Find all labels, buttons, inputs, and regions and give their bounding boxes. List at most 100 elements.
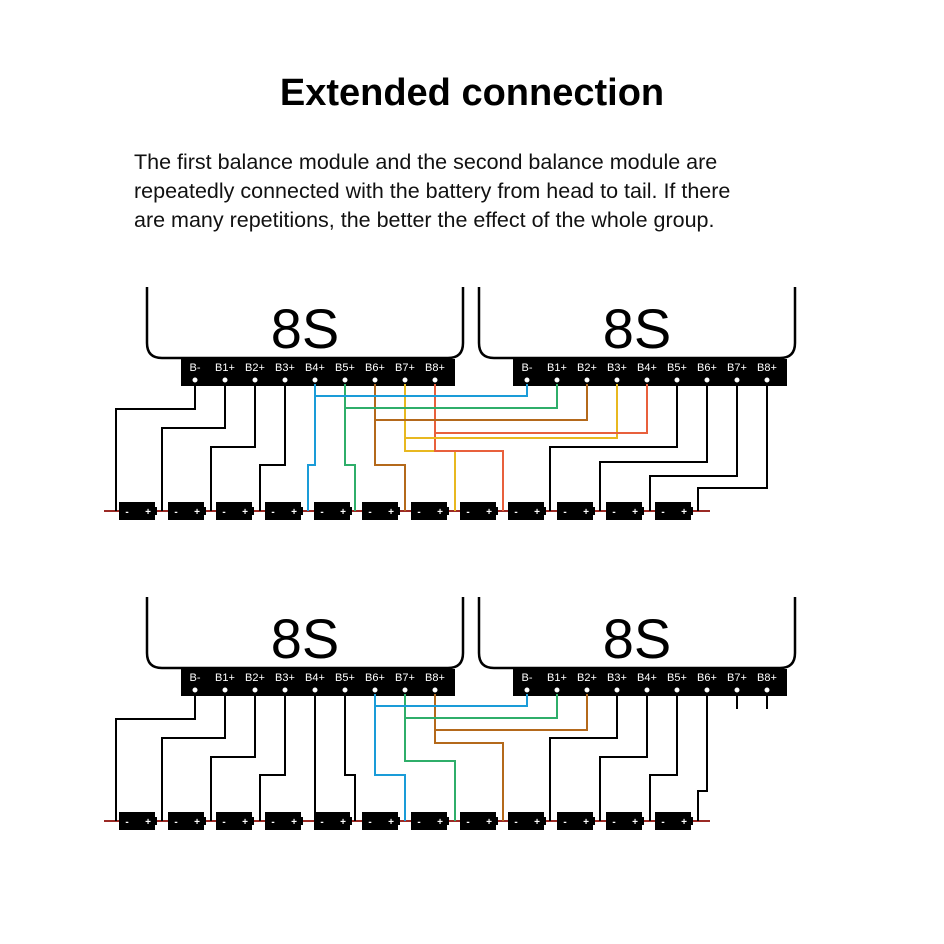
- battery-cell: -+: [314, 812, 352, 830]
- wire-black: [549, 384, 678, 511]
- battery-cell-tip: [544, 507, 546, 515]
- wire-black: [599, 694, 648, 821]
- cell-negative-sign: -: [417, 507, 420, 518]
- pin-terminal: [613, 376, 621, 384]
- pin-label: B5+: [335, 362, 355, 374]
- wire-brown: [374, 384, 406, 511]
- pin-terminal: [311, 376, 319, 384]
- cell-negative-sign: -: [222, 817, 225, 828]
- module-housing: [477, 287, 797, 360]
- pin-terminal: [733, 686, 741, 694]
- module-label: 8S: [271, 607, 340, 670]
- battery-cell-body: [314, 502, 350, 520]
- cell-negative-sign: -: [271, 817, 274, 828]
- wire-black: [210, 694, 256, 821]
- pin-label: B6+: [365, 672, 385, 684]
- battery-cell-tip: [593, 817, 595, 825]
- pin-label: B2+: [577, 672, 597, 684]
- battery-cell-tip: [155, 817, 157, 825]
- cell-negative-sign: -: [466, 507, 469, 518]
- pin-label: B-: [522, 362, 533, 374]
- cell-negative-sign: -: [514, 507, 517, 518]
- wire-black: [599, 384, 708, 511]
- cell-positive-sign: +: [486, 817, 492, 828]
- pin-label: B5+: [335, 672, 355, 684]
- battery-cell: -+: [265, 502, 303, 520]
- pin-terminal: [281, 376, 289, 384]
- cell-positive-sign: +: [194, 507, 200, 518]
- module-label: 8S: [603, 607, 672, 670]
- battery-cell-body: [362, 502, 398, 520]
- page-title: Extended connection: [279, 72, 665, 114]
- pin-terminal: [763, 686, 771, 694]
- pin-terminal: [371, 686, 379, 694]
- pin-terminal: [371, 376, 379, 384]
- pin-label: B1+: [215, 362, 235, 374]
- battery-cell: -+: [362, 502, 400, 520]
- battery-cell: -+: [314, 502, 352, 520]
- module-housing: [145, 597, 465, 670]
- module-label: 8S: [271, 297, 340, 360]
- battery-cell-body: [265, 812, 301, 830]
- battery-cell-body: [655, 812, 691, 830]
- pin-terminal: [191, 376, 199, 384]
- pin-label: B8+: [757, 362, 777, 374]
- pin-terminal: [191, 686, 199, 694]
- cell-positive-sign: +: [388, 817, 394, 828]
- wire-green: [344, 384, 356, 511]
- battery-cell-tip: [350, 507, 352, 515]
- pin-terminal: [583, 376, 591, 384]
- pin-terminal: [221, 376, 229, 384]
- cell-positive-sign: +: [242, 817, 248, 828]
- pin-terminal: [643, 686, 651, 694]
- cell-negative-sign: -: [174, 507, 177, 518]
- cell-positive-sign: +: [340, 817, 346, 828]
- battery-cell-tip: [496, 507, 498, 515]
- battery-cell: -+: [557, 812, 595, 830]
- battery-cell-body: [314, 812, 350, 830]
- wire-black: [161, 694, 226, 821]
- battery-cell-body: [411, 812, 447, 830]
- cell-negative-sign: -: [125, 817, 128, 828]
- wire-black: [115, 694, 196, 821]
- cell-negative-sign: -: [417, 817, 420, 828]
- battery-cell-tip: [155, 507, 157, 515]
- pin-label: B6+: [365, 362, 385, 374]
- diagram-top: 8SB-B1+B2+B3+B4+B5+B6+B7+B8+8SB-B1+B2+B3…: [104, 287, 797, 520]
- pin-terminal: [341, 686, 349, 694]
- cell-positive-sign: +: [681, 817, 687, 828]
- pin-terminal: [221, 686, 229, 694]
- pin-terminal: [251, 376, 259, 384]
- battery-cell: -+: [168, 812, 206, 830]
- battery-cell: -+: [265, 812, 303, 830]
- wire-black: [549, 694, 618, 821]
- cell-positive-sign: +: [632, 817, 638, 828]
- cell-positive-sign: +: [583, 817, 589, 828]
- cell-positive-sign: +: [583, 507, 589, 518]
- pin-label: B7+: [727, 362, 747, 374]
- battery-cell: -+: [362, 812, 400, 830]
- pin-label: B2+: [577, 362, 597, 374]
- wire-brown-crossover: [375, 384, 588, 421]
- pin-label: B7+: [395, 672, 415, 684]
- cell-negative-sign: -: [368, 507, 371, 518]
- pin-terminal: [523, 686, 531, 694]
- cell-negative-sign: -: [222, 507, 225, 518]
- wire-blue: [307, 384, 316, 511]
- wire-black: [259, 384, 286, 511]
- wire-yellow: [404, 384, 456, 511]
- battery-cell-body: [606, 502, 642, 520]
- battery-cell-body: [216, 502, 252, 520]
- battery-cell: -+: [411, 812, 449, 830]
- cell-negative-sign: -: [320, 817, 323, 828]
- pin-label: B8+: [757, 672, 777, 684]
- wire-blue-crossover: [315, 384, 528, 397]
- pin-label: B4+: [305, 672, 325, 684]
- battery-cell-body: [362, 812, 398, 830]
- battery-cell-tip: [398, 507, 400, 515]
- cell-positive-sign: +: [242, 507, 248, 518]
- battery-cell-body: [557, 502, 593, 520]
- battery-cell-tip: [691, 817, 693, 825]
- cell-negative-sign: -: [368, 817, 371, 828]
